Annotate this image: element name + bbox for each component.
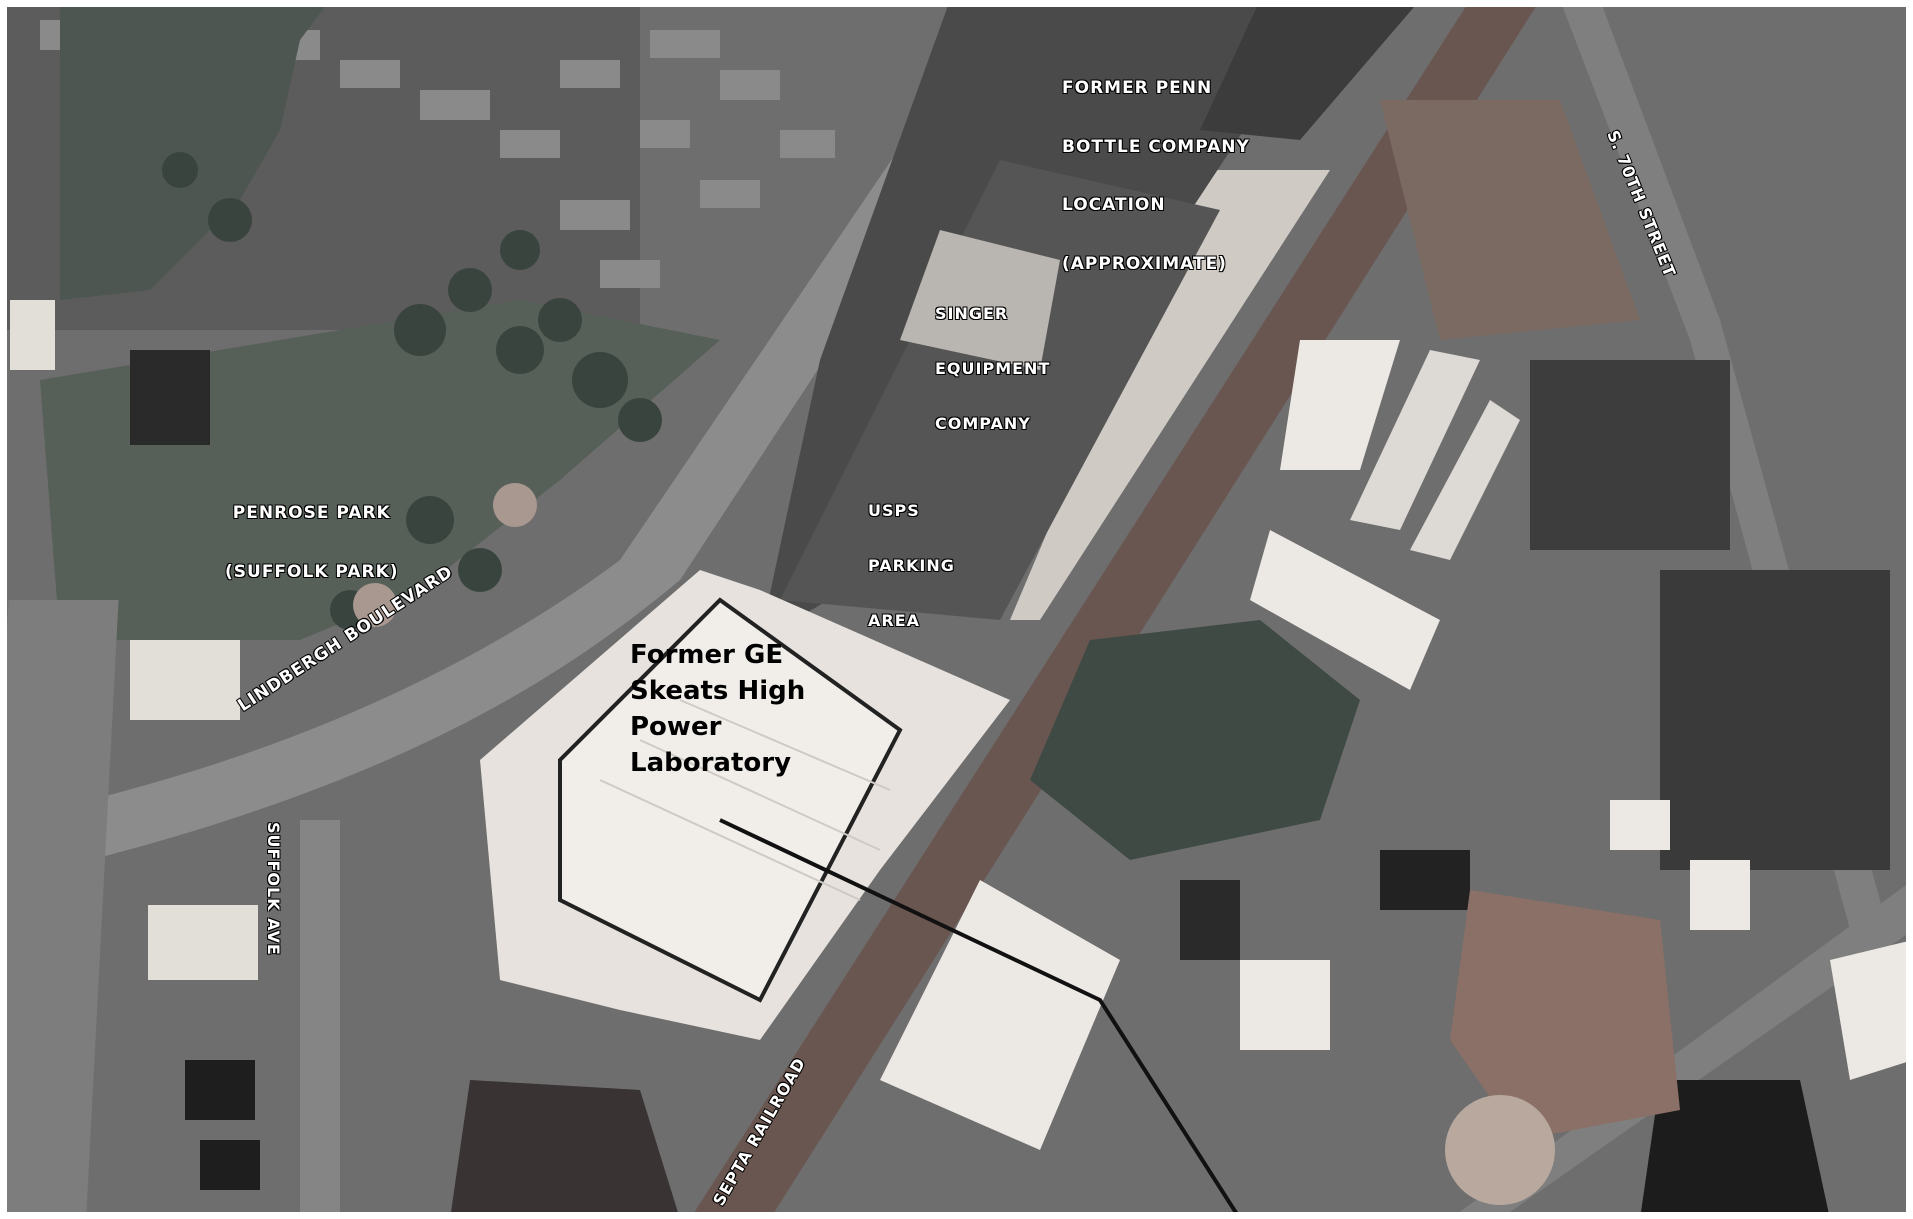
trees — [162, 152, 662, 630]
penn-bottle-label: FORMER PENN BOTTLE COMPANY LOCATION (APP… — [1062, 40, 1250, 314]
parking-lot-east — [1530, 360, 1730, 550]
singer-label: SINGER EQUIPMENT COMPANY — [935, 268, 1050, 470]
suffolk-ave-road — [300, 820, 340, 1219]
ge-lab-line-4: Laboratory — [630, 748, 792, 778]
septa-railroad-track — [690, 0, 1540, 1219]
penrose-park-line-1: PENROSE PARK — [232, 503, 391, 524]
woods — [1030, 620, 1360, 860]
penrose-park-line-2: (SUFFOLK PARK) — [225, 561, 399, 582]
suffolk-ave-label: SUFFOLK AVE — [264, 822, 283, 956]
boundary-line — [719, 818, 1242, 1219]
singer-building — [900, 230, 1060, 370]
rail-platform — [1010, 170, 1330, 620]
dirt-mound — [1450, 890, 1680, 1140]
ge-lab-building — [558, 597, 903, 1003]
singer-line-1: SINGER — [935, 303, 1009, 323]
ge-lab-roof-lines — [599, 699, 891, 901]
penn-bottle-line-4: (APPROXIMATE) — [1062, 254, 1227, 275]
north-south-road — [0, 600, 119, 1219]
warehouse-lower — [880, 880, 1120, 1150]
ge-lab-line-3: Power — [630, 712, 722, 742]
warehouse-2 — [1250, 530, 1440, 690]
open-lot-dirt — [1380, 100, 1640, 340]
penn-bottle-line-3: LOCATION — [1062, 195, 1166, 216]
usps-label: USPS PARKING AREA — [868, 465, 955, 667]
open-field — [60, 0, 330, 300]
penrose-park-label: PENROSE PARK (SUFFOLK PARK) — [225, 465, 399, 621]
penn-bottle-line-2: BOTTLE COMPANY — [1062, 136, 1250, 157]
ge-lab-label: Former GE Skeats High Power Laboratory — [630, 637, 805, 781]
ge-lab-line-1: Former GE — [630, 640, 784, 670]
singer-line-2: EQUIPMENT — [935, 358, 1051, 378]
ge-lab-line-2: Skeats High — [630, 676, 806, 706]
usps-line-3: AREA — [868, 611, 921, 631]
warehouse-1 — [1280, 340, 1400, 470]
singer-line-3: COMPANY — [935, 414, 1031, 434]
penn-bottle-line-1: FORMER PENN — [1062, 78, 1213, 99]
usps-line-1: USPS — [868, 500, 920, 520]
usps-line-2: PARKING — [868, 555, 955, 575]
